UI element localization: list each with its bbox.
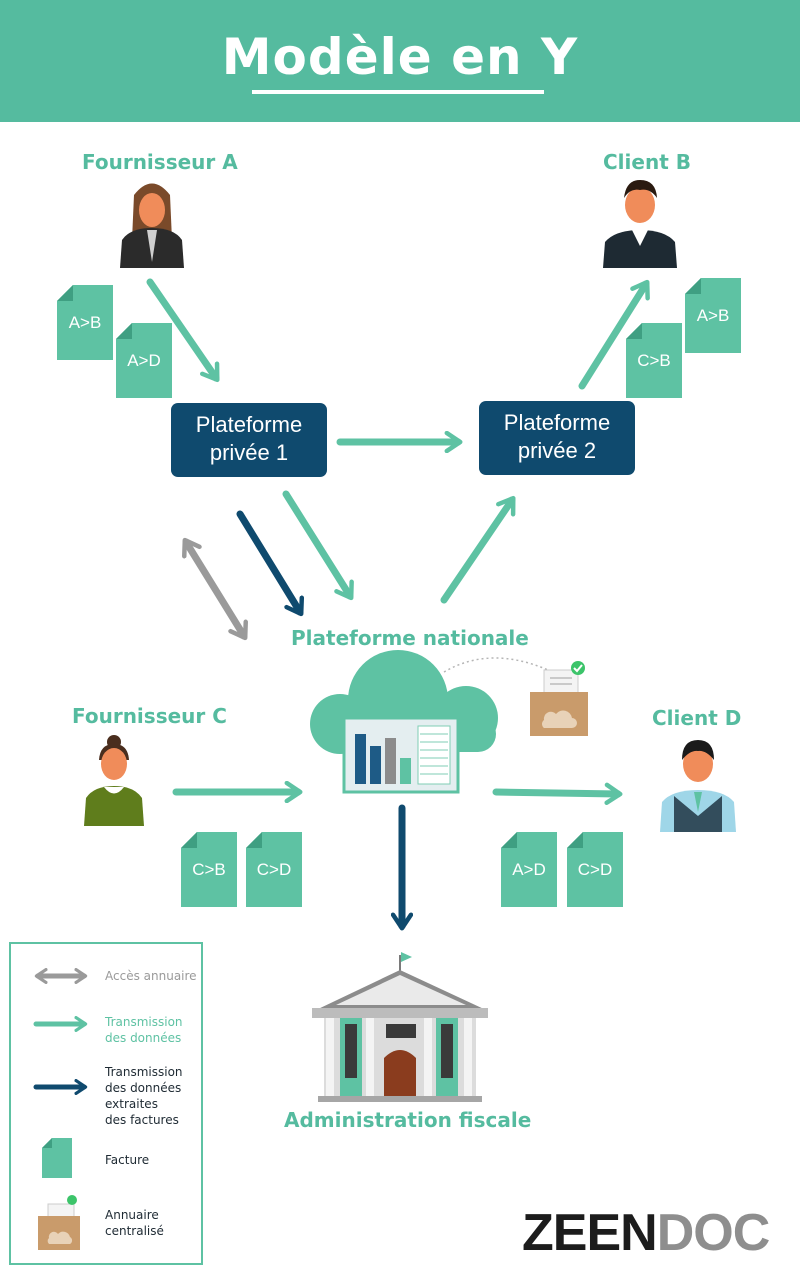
legend-transmission: Transmission des données — [105, 1014, 183, 1046]
facture-doc-a-d: A>D — [116, 323, 172, 398]
plateforme-privee-2-line2: privée 2 — [517, 438, 597, 463]
client-d-avatar — [660, 740, 736, 832]
plateforme-privee-1: Plateforme privée 1 — [171, 403, 327, 477]
plateforme-privee-1-line2: privée 1 — [209, 440, 289, 465]
plateforme-privee-1-line1: Plateforme — [195, 412, 303, 437]
legend-annuaire-line2: centralisé — [105, 1224, 164, 1238]
annuaire-link — [443, 657, 549, 673]
building-icon — [312, 952, 488, 1102]
facture-doc-c-b: C>B — [181, 832, 237, 907]
arrow-extracted-p1 — [236, 510, 305, 617]
facture-doc-a-b-right: A>B — [685, 278, 741, 353]
legend-box — [9, 942, 203, 1265]
legend-extraites: Transmission des données extraites des f… — [105, 1064, 183, 1128]
arrow-nationale-to-client-d — [492, 782, 623, 806]
legend-annuaire-line1: Annuaire — [105, 1208, 159, 1222]
facture-doc-a-d-bottom: A>D — [501, 832, 557, 907]
client-b-avatar — [603, 180, 677, 268]
legend-extraites-line1: Transmission — [105, 1065, 183, 1079]
legend-extraites-line2: des données — [105, 1081, 182, 1095]
fournisseur-c-label: Fournisseur C — [72, 704, 227, 728]
arrow-a-to-p1 — [146, 278, 220, 383]
legend-transmission-line2: des données — [105, 1031, 182, 1045]
administration-fiscale-label: Administration fiscale — [284, 1108, 532, 1132]
facture-doc-c-b-right: C>B — [626, 323, 682, 398]
arrow-p1-to-nationale — [282, 490, 354, 601]
legend-facture-icon — [42, 1138, 72, 1178]
fournisseur-a-label: Fournisseur A — [82, 150, 238, 174]
fournisseur-c-avatar — [84, 735, 144, 826]
client-b-label: Client B — [603, 150, 691, 174]
logo-part2: DOC — [656, 1204, 771, 1262]
legend-annuaire: Annuaire centralisé — [105, 1207, 164, 1239]
legend-extraites-line4: des factures — [105, 1113, 179, 1127]
plateforme-nationale-label: Plateforme nationale — [291, 626, 529, 650]
arrow-acces-annuaire — [182, 537, 248, 641]
title-underline — [252, 90, 544, 94]
header-banner — [0, 0, 800, 122]
client-d-label: Client D — [652, 706, 742, 730]
facture-doc-c-d-bottom: C>D — [567, 832, 623, 907]
fournisseur-a-avatar — [120, 183, 184, 268]
zeendoc-logo: ZEENDOC — [522, 1203, 771, 1263]
facture-doc-c-d: C>D — [246, 832, 302, 907]
legend-extraites-line3: extraites — [105, 1097, 158, 1111]
legend-transmission-line1: Transmission — [105, 1015, 183, 1029]
legend-annuaire-icon — [38, 1195, 80, 1250]
facture-doc-a-b: A>B — [57, 285, 113, 360]
legend-acces-annuaire: Accès annuaire — [105, 969, 197, 983]
legend-facture: Facture — [105, 1153, 150, 1167]
page-title: Modèle en Y — [221, 28, 579, 86]
logo-part1: ZEEN — [522, 1204, 658, 1262]
cloud-icon — [310, 650, 498, 794]
plateforme-privee-2: Plateforme privée 2 — [479, 401, 635, 475]
arrow-nationale-to-p2 — [440, 495, 516, 604]
arrow-p2-to-client-b — [578, 279, 650, 390]
plateforme-privee-2-line1: Plateforme — [503, 410, 611, 435]
annuaire-icon — [530, 661, 588, 736]
